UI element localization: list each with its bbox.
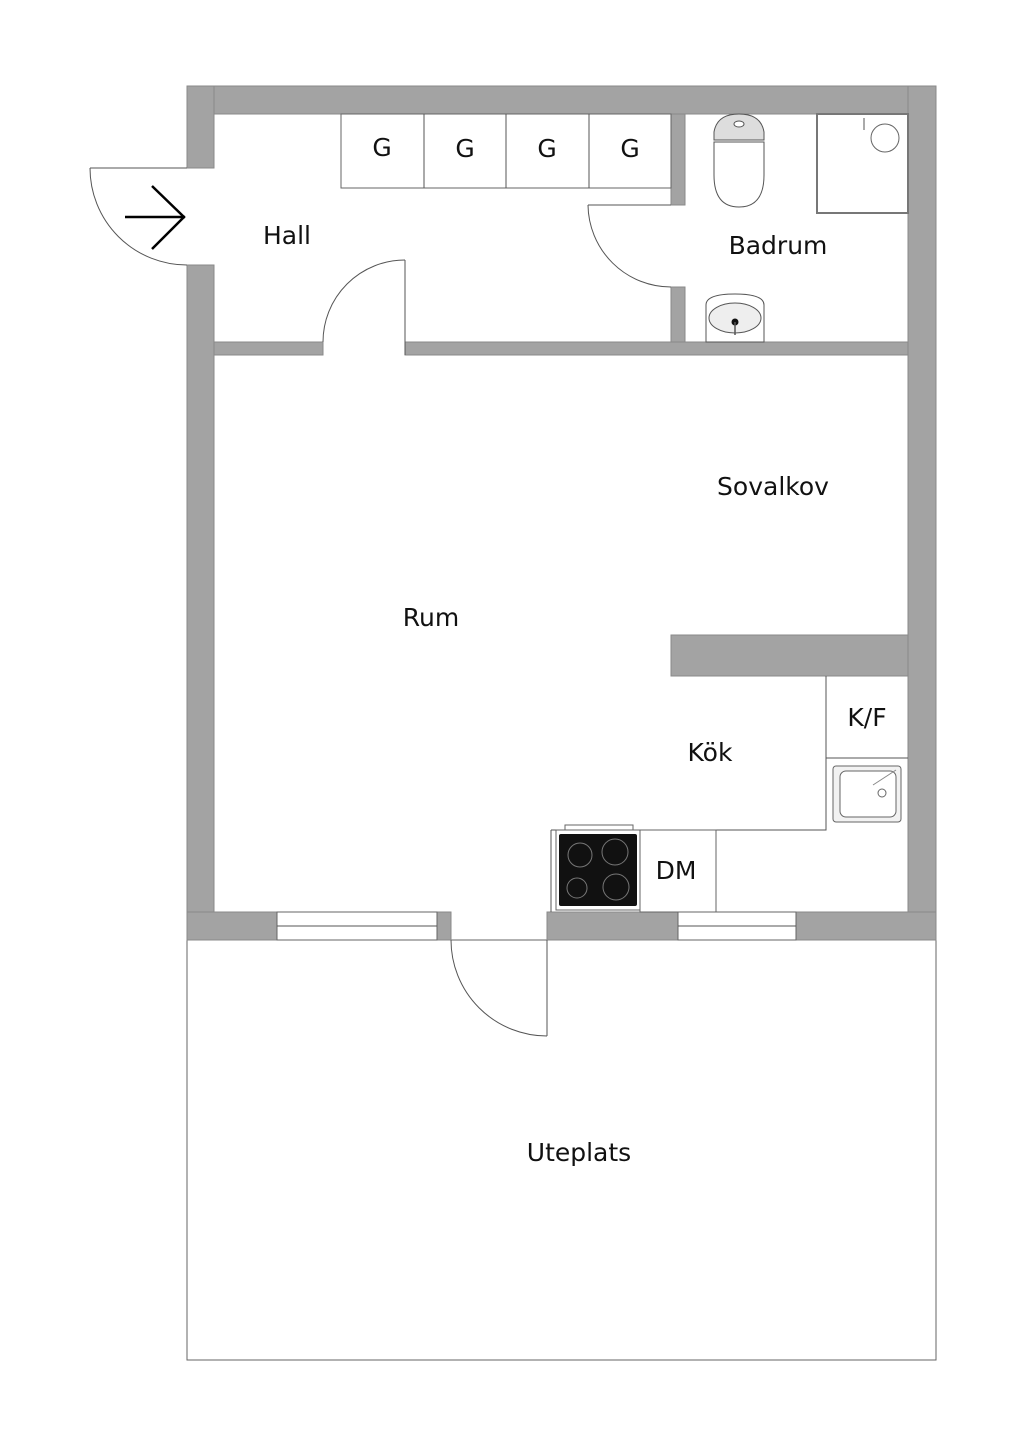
dishwasher-label: DM: [656, 856, 697, 885]
closets: G G G G: [340, 113, 672, 189]
walls: [186, 85, 937, 941]
room-label-uteplats: Uteplats: [527, 1138, 631, 1167]
closet-label: G: [455, 134, 474, 163]
closet-label: G: [537, 134, 556, 163]
room-label-rum: Rum: [403, 603, 459, 632]
room-label-kok: Kök: [688, 738, 733, 767]
patio-area: [186, 939, 937, 1361]
closet-label: G: [372, 133, 391, 162]
entry-arrow-icon: [125, 185, 186, 250]
room-label-sovalkov: Sovalkov: [717, 472, 829, 501]
window-right: [677, 911, 797, 941]
bathroom-door[interactable]: [587, 204, 672, 288]
sink-icon: [832, 765, 902, 823]
entry-door[interactable]: [89, 167, 188, 266]
washbasin-icon: [705, 293, 765, 343]
room-label-badrum: Badrum: [729, 231, 828, 260]
toilet-icon: [713, 113, 765, 208]
shower: [816, 113, 909, 214]
patio-door[interactable]: [450, 939, 548, 1037]
closet-label: G: [620, 134, 639, 163]
stove-icon: [555, 824, 641, 911]
room-label-hall: Hall: [263, 221, 311, 250]
window-left: [276, 911, 438, 941]
hall-door[interactable]: [322, 259, 406, 355]
fridge-freezer-label: K/F: [847, 703, 886, 732]
dishwasher: [639, 829, 717, 913]
